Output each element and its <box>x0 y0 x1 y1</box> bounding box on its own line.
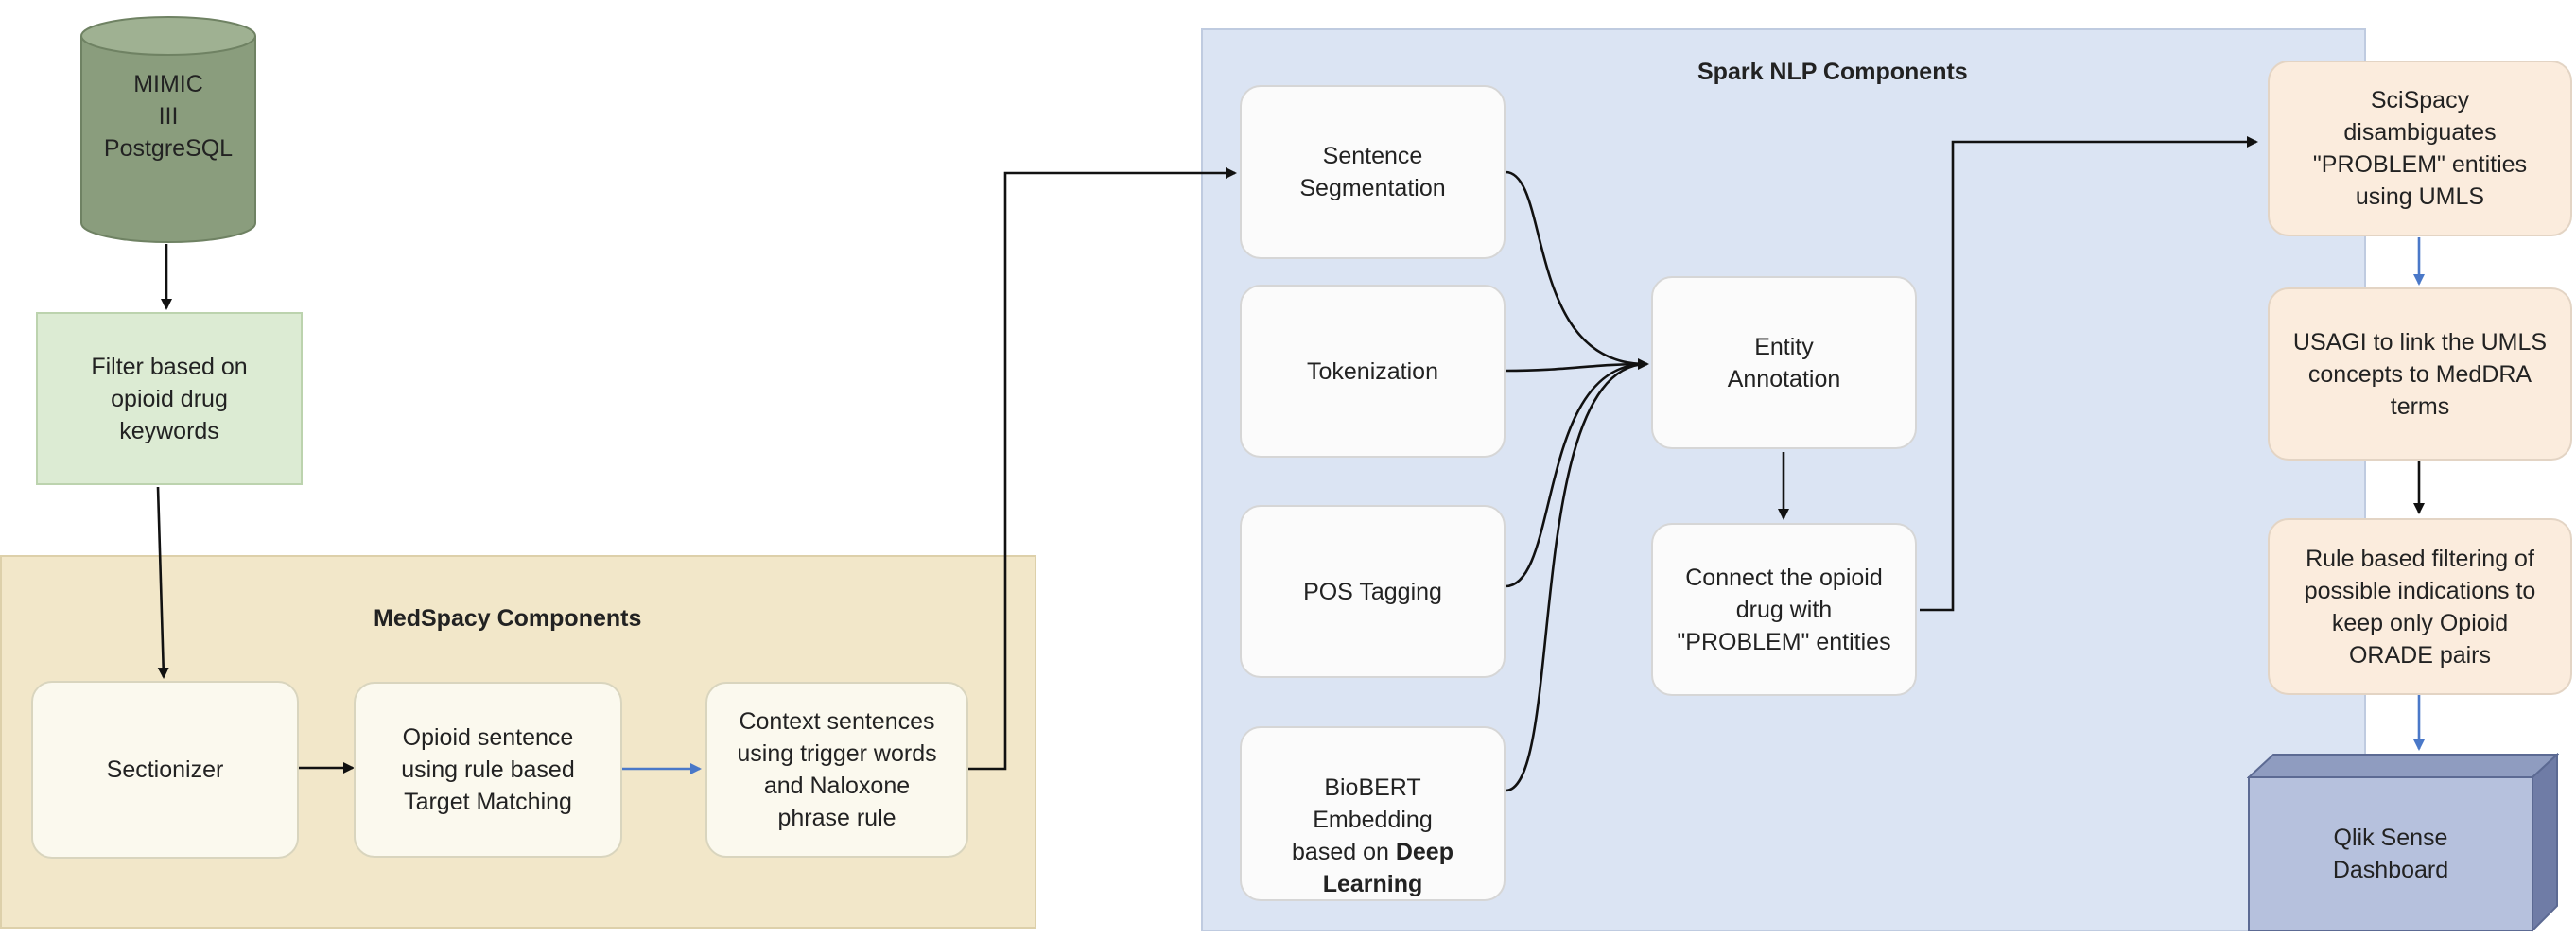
biobert-box: BioBERT Embedding based on Deep Learning <box>1240 726 1506 901</box>
database-label: MIMIC III PostgreSQL <box>103 71 234 162</box>
sectionizer-box: Sectionizer <box>31 681 299 859</box>
entity-annotation-box: Entity Annotation <box>1651 276 1917 449</box>
curve-segmentation-to-entity <box>1505 170 1646 366</box>
pos-tagging-box: POS Tagging <box>1240 505 1506 678</box>
rule-filtering-box: Rule based filtering of possible indicat… <box>2268 518 2572 695</box>
biobert-label-bold: Deep Learning <box>1322 839 1453 897</box>
usagi-box: USAGI to link the UMLS concepts to MedDR… <box>2268 287 2572 461</box>
3d-block-icon <box>2247 753 2559 932</box>
arrow-context-to-segmentation <box>968 167 1237 771</box>
context-sentences-box: Context sentences using trigger words an… <box>705 682 968 858</box>
curve-biobert-to-entity <box>1505 358 1649 792</box>
tokenization-box: Tokenization <box>1240 285 1506 458</box>
curve-tokenization-to-entity <box>1505 362 1646 373</box>
database-cylinder-icon <box>80 16 256 243</box>
scispacy-box: SciSpacy disambiguates "PROBLEM" entitie… <box>2268 61 2572 236</box>
medspacy-panel-title: MedSpacy Components <box>374 605 642 632</box>
dashboard-label: Qlik Sense Dashboard <box>2332 825 2449 883</box>
curve-pos-to-entity <box>1505 362 1646 588</box>
opioid-sentence-box: Opioid sentence using rule based Target … <box>354 682 622 858</box>
filter-box: Filter based on opioid drug keywords <box>36 312 303 485</box>
biobert-label: BioBERT Embedding based on <box>1292 774 1433 865</box>
arrow-connect-to-scispacy <box>1920 136 2258 612</box>
connect-opioid-box: Connect the opioid drug with "PROBLEM" e… <box>1651 523 1917 696</box>
sentence-segmentation-box: Sentence Segmentation <box>1240 85 1506 259</box>
sparknlp-panel-title: Spark NLP Components <box>1697 59 1968 85</box>
arrow-filter-to-sectionizer <box>156 486 169 679</box>
